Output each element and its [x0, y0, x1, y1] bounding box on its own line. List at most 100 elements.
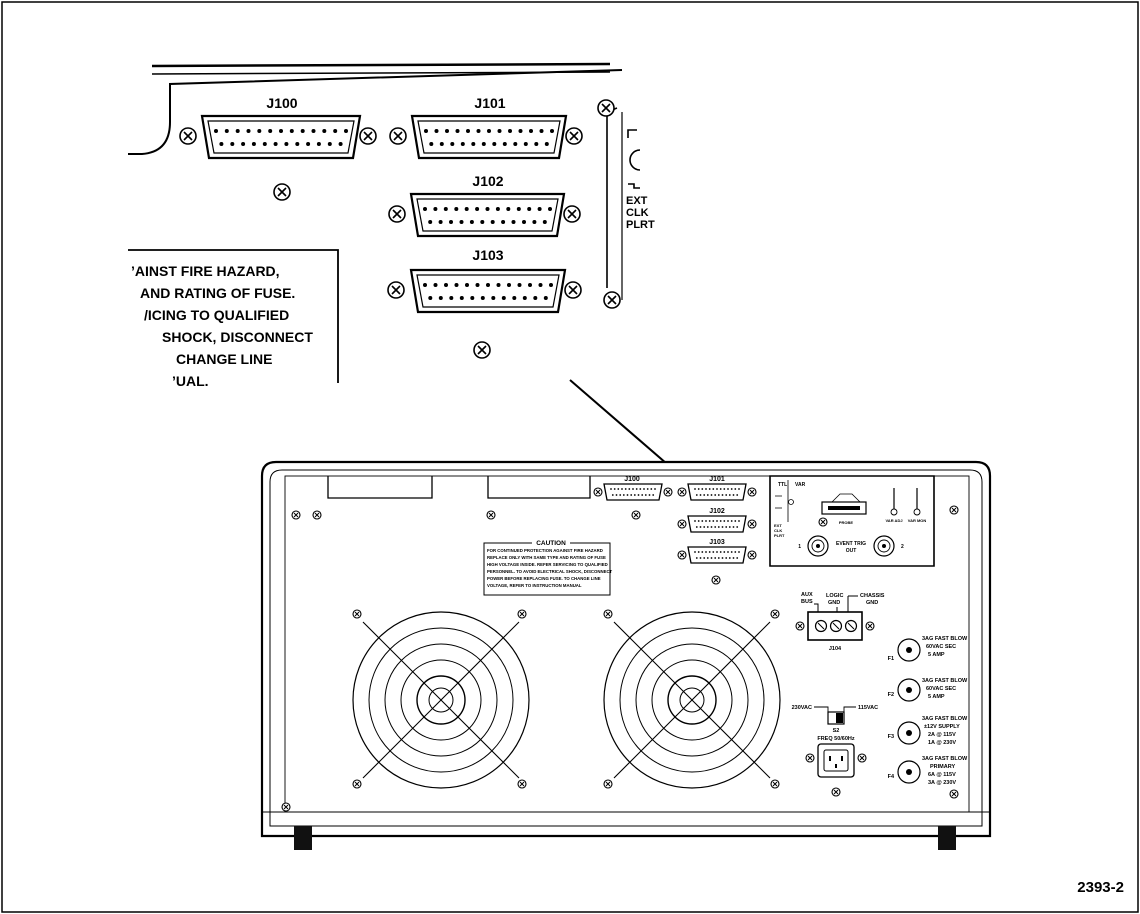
caution-line: REPLACE ONLY WITH SAME TYPE AND RATING O… — [487, 555, 606, 560]
detail-warning-line: ’AINST FIRE HAZARD, — [131, 263, 280, 279]
var-mon-jack-icon — [913, 508, 921, 516]
connector-pin — [695, 526, 698, 528]
connector-pin — [648, 494, 651, 496]
connector-pin — [257, 129, 262, 133]
screw-icon — [359, 127, 377, 145]
connector-pin — [738, 488, 740, 490]
connector-pin — [699, 526, 702, 528]
connector-pin — [549, 283, 553, 287]
connector-pin — [654, 488, 656, 490]
connector-pin — [705, 520, 707, 522]
screw-icon — [352, 609, 362, 619]
j103-pins — [423, 283, 553, 300]
connector-pin — [533, 296, 538, 300]
screw-icon — [677, 550, 687, 560]
screw-icon — [865, 621, 875, 631]
connector-pin — [513, 142, 518, 146]
connector-pin — [717, 494, 720, 496]
connector-pin — [719, 520, 722, 522]
connector-pin — [424, 129, 428, 133]
clk-label: CLK — [774, 528, 782, 533]
connector-pin — [251, 142, 256, 146]
screw-icon — [179, 127, 197, 145]
connector-pin — [736, 494, 739, 496]
detail-j100-label: J100 — [266, 95, 297, 111]
var-label: VAR — [795, 482, 806, 488]
connector-pin — [717, 526, 720, 528]
connector-pin — [529, 129, 533, 133]
screw-icon — [486, 510, 496, 520]
connector-pin — [712, 520, 715, 522]
connector-pin — [480, 296, 485, 300]
connector-pin — [496, 283, 501, 287]
connector-pin — [262, 142, 267, 146]
connector-pin — [300, 129, 305, 133]
connector-pin — [637, 494, 640, 496]
connector-pin — [475, 283, 480, 287]
connector-pin — [214, 129, 218, 133]
detail-warning-line: /ICING TO QUALIFIED — [144, 307, 289, 323]
screw-icon — [564, 281, 582, 299]
connector-pin — [615, 494, 618, 496]
connector-pin — [708, 520, 711, 522]
connector-pin — [429, 142, 434, 146]
connector-pin — [284, 142, 289, 146]
screw-icon — [949, 789, 959, 799]
connector-pin — [235, 129, 240, 133]
connector-pin — [628, 488, 631, 490]
connector-pin — [694, 520, 696, 522]
connector-pin — [241, 142, 246, 146]
connector-pin — [495, 207, 500, 211]
screw-icon — [565, 127, 583, 145]
connector-pin — [727, 520, 729, 522]
screw-icon — [281, 802, 291, 812]
connector-pin — [501, 220, 506, 224]
j104-label: J104 — [829, 646, 842, 652]
connector-pin — [465, 283, 469, 287]
connector-pin — [491, 296, 496, 300]
connector-pin — [641, 494, 644, 496]
connector-pin — [428, 296, 433, 300]
connector-pin — [502, 142, 507, 146]
connector-pin — [511, 220, 516, 224]
connector-pin — [728, 526, 731, 528]
connector-pin — [697, 551, 700, 553]
detail-j102-label: J102 — [472, 173, 503, 189]
plrt-label: PLRT — [774, 533, 785, 538]
connector-pin — [327, 142, 332, 146]
connector-pin — [725, 557, 728, 559]
connector-pin — [732, 526, 735, 528]
selector-icon — [788, 499, 794, 505]
connector-pin — [306, 142, 311, 146]
connector-pin — [268, 129, 273, 133]
detail-warning-line: CHANGE LINE — [176, 351, 272, 367]
connector-pin — [610, 488, 612, 490]
connector-pin — [224, 129, 229, 133]
connector-pin — [630, 494, 633, 496]
screw-icon — [747, 519, 757, 529]
connector-pin — [537, 207, 542, 211]
power-inlet-icon — [817, 743, 855, 778]
connector-pin — [459, 296, 464, 300]
connector-pin — [699, 494, 702, 496]
connector-pin — [697, 488, 700, 490]
connector-pin — [723, 520, 726, 522]
connector-pin — [727, 488, 729, 490]
bus-label: BUS — [801, 599, 813, 605]
connector-pin — [481, 142, 486, 146]
connector-pin — [730, 488, 733, 490]
screw-icon — [291, 510, 301, 520]
connector-pin — [475, 207, 480, 211]
connector-pin — [344, 129, 348, 133]
panel-j103-label: J103 — [709, 539, 725, 546]
screw-icon — [312, 510, 322, 520]
screw-icon — [603, 609, 613, 619]
connector-pin — [699, 557, 702, 559]
connector-pin — [522, 220, 526, 224]
j102-connector-icon — [409, 192, 566, 238]
fuse-f3: F3 3AG FAST BLOW ±12V SUPPLY 2A @ 115V 1… — [888, 716, 968, 746]
caution-line: PERSONNEL. TO AVOID ELECTRICAL SHOCK, DI… — [487, 569, 613, 574]
screw-icon — [563, 205, 581, 223]
connector-pin — [471, 142, 476, 146]
ground-terminal-block: AUX BUS LOGIC GND CHASSIS GND J104 — [795, 592, 885, 652]
